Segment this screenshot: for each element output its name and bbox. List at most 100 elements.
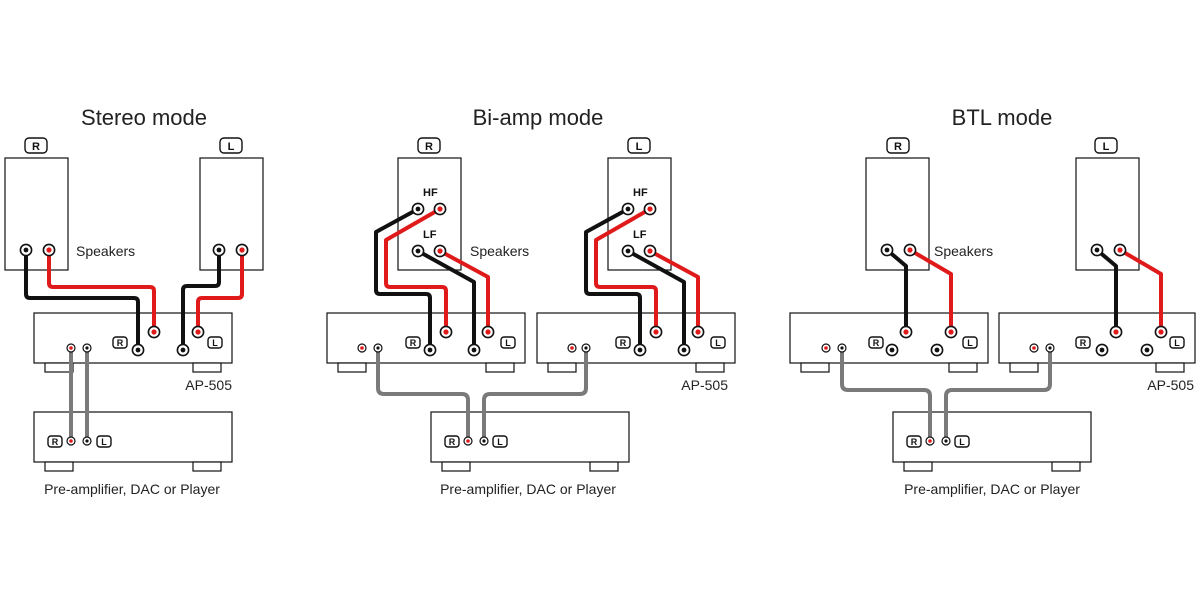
negative-speaker-wire (416, 249, 476, 352)
lf-label: LF (423, 229, 437, 241)
positive-speaker-wire (1118, 248, 1163, 334)
amplifier-model-label: AP-505 (1147, 377, 1194, 393)
source-tag-r: R (444, 435, 460, 448)
speaker-right (4, 157, 69, 271)
amp-terminal (885, 343, 899, 357)
panel-title: BTL mode (952, 105, 1053, 130)
source-tag-l: L (492, 435, 508, 448)
speaker-tag-l: L (219, 137, 243, 154)
amp-out-tag-r: R (868, 336, 884, 349)
source-foot (44, 461, 74, 472)
svg-text:L: L (497, 437, 503, 447)
amp-out-tag-l: L (962, 336, 978, 349)
source-foot (441, 461, 471, 472)
panel-title: Stereo mode (81, 105, 207, 130)
source-output-jack (941, 436, 951, 446)
source-output-jack (463, 436, 473, 446)
amp-out-tag-r: R (405, 336, 421, 349)
amp-terminal (649, 325, 663, 339)
amp-input-jack (567, 343, 577, 353)
negative-speaker-wire (181, 248, 221, 352)
amp-terminal (1109, 325, 1123, 339)
svg-text:R: R (620, 338, 627, 348)
svg-text:R: R (894, 141, 902, 153)
positive-speaker-wire (196, 248, 244, 334)
positive-speaker-wire (384, 207, 448, 334)
amplifier (536, 312, 736, 364)
speaker-terminal (212, 243, 226, 257)
source-output-jack (82, 436, 92, 446)
amp-input-jack (837, 343, 847, 353)
amplifier-foot (800, 362, 830, 373)
source-device (430, 411, 630, 463)
hf-label: HF (633, 187, 648, 199)
signal-cable (482, 346, 588, 443)
amp-terminal (677, 343, 691, 357)
speaker-terminal (880, 243, 894, 257)
positive-speaker-wire (438, 249, 490, 334)
svg-text:R: R (117, 338, 124, 348)
positive-speaker-wire (47, 248, 156, 334)
amp-terminal (633, 343, 647, 357)
amp-out-tag-r: R (1075, 336, 1091, 349)
panel-btl: BTL mode R L Speakers R L R (789, 105, 1196, 497)
speaker-tag-r: R (417, 137, 441, 154)
svg-text:L: L (101, 437, 107, 447)
amp-terminal (147, 325, 161, 339)
speaker-left (1075, 157, 1140, 271)
panel-stereo: Stereo mode R L Speakers AP-505 R L (4, 105, 264, 497)
negative-speaker-wire (885, 248, 908, 334)
amp-terminal (1140, 343, 1154, 357)
negative-speaker-wire (626, 249, 686, 352)
svg-text:L: L (1174, 338, 1180, 348)
amp-out-tag-r: R (615, 336, 631, 349)
panel-bi-amp: Bi-amp mode R L Speakers HF LF HF LF R L (326, 105, 736, 497)
amp-terminal (481, 325, 495, 339)
negative-speaker-wire (24, 248, 140, 352)
speakers-label: Speakers (470, 243, 529, 259)
amp-terminal (691, 325, 705, 339)
speakers-label: Speakers (934, 243, 993, 259)
amp-terminal (439, 325, 453, 339)
amp-terminal (191, 325, 205, 339)
speaker-terminal (903, 243, 917, 257)
amp-terminal (1095, 343, 1109, 357)
amplifier-foot (547, 362, 577, 373)
svg-text:L: L (228, 141, 235, 153)
speaker-terminal (411, 202, 425, 216)
speaker-terminal (643, 202, 657, 216)
amp-input-jack (373, 343, 383, 353)
amp-out-tag-l: L (500, 336, 516, 349)
svg-text:L: L (715, 338, 721, 348)
amplifier-foot (1009, 362, 1039, 373)
amp-out-tag-r: R (112, 336, 128, 349)
svg-text:R: R (449, 437, 456, 447)
svg-text:R: R (911, 437, 918, 447)
amp-out-tag-l: L (710, 336, 726, 349)
speaker-terminal (433, 244, 447, 258)
source-device (33, 411, 233, 463)
source-tag-l: L (954, 435, 970, 448)
speaker-tag-l: L (627, 137, 651, 154)
svg-text:R: R (1080, 338, 1087, 348)
amplifier-foot (948, 362, 978, 373)
amplifier-foot (337, 362, 367, 373)
amp-input-jack (1045, 343, 1055, 353)
amp-out-tag-l: L (1169, 336, 1185, 349)
source-tag-l: L (96, 435, 112, 448)
amp-terminal (930, 343, 944, 357)
speaker-terminal (1113, 243, 1127, 257)
amplifier-model-label: AP-505 (185, 377, 232, 393)
svg-text:L: L (959, 437, 965, 447)
svg-text:R: R (52, 437, 59, 447)
amplifier (33, 312, 233, 364)
speaker-terminal (621, 202, 635, 216)
source-output-jack (66, 436, 76, 446)
speaker-terminal (643, 244, 657, 258)
amp-input-jack (1029, 343, 1039, 353)
negative-speaker-wire (584, 207, 642, 352)
svg-text:R: R (873, 338, 880, 348)
amp-terminal (899, 325, 913, 339)
lf-label: LF (633, 229, 647, 241)
